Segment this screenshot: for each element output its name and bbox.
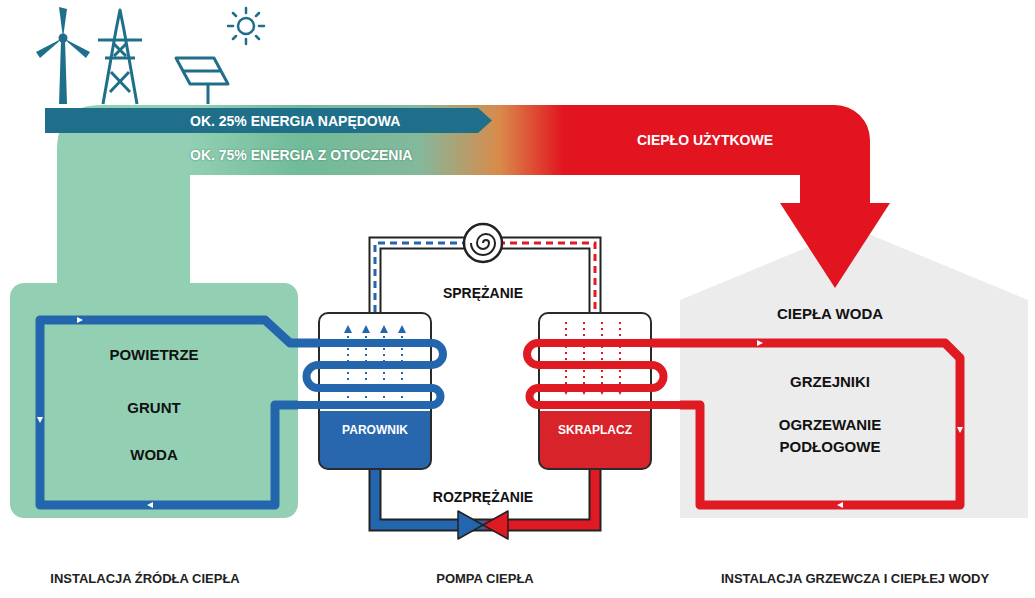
turbine-blade bbox=[63, 38, 90, 58]
compressor-symbol bbox=[464, 224, 502, 262]
turbine-blade bbox=[59, 7, 67, 38]
wind-turbine bbox=[36, 7, 90, 104]
condensation-arrowheads bbox=[562, 387, 624, 395]
label-holder: POMPA CIEPŁA bbox=[436, 571, 534, 586]
flow-direction-arrows bbox=[37, 317, 963, 508]
condenser-coil bbox=[527, 343, 680, 405]
section-caption: INSTALACJA ŹRÓDŁA CIEPŁA bbox=[50, 571, 239, 586]
connector-group bbox=[375, 470, 595, 525]
edge-label-holder: SPRĘŻANIE bbox=[443, 285, 523, 301]
section-caption: POMPA CIEPŁA bbox=[436, 571, 534, 586]
node-text: POWIETRZE bbox=[54, 345, 254, 365]
flow-label: CIEPŁO UŻYTKOWE bbox=[637, 132, 773, 148]
process-label: ROZPRĘŻANIE bbox=[433, 489, 533, 505]
edge-label-holder: CIEPŁO UŻYTKOWE bbox=[637, 132, 773, 148]
process-label: SPRĘŻANIE bbox=[443, 285, 523, 301]
expansion-valve bbox=[458, 511, 508, 539]
valve-half bbox=[458, 511, 483, 539]
expansion-pipe bbox=[375, 470, 595, 525]
edge-label-holder: ROZPRĘŻANIE bbox=[433, 489, 533, 505]
turbine-blade bbox=[36, 38, 63, 58]
node-text: OGRZEWANIE PODŁOGOWE bbox=[755, 414, 905, 458]
node-text: WODA bbox=[54, 445, 254, 465]
sun-disc bbox=[238, 18, 254, 34]
connector-group bbox=[40, 320, 318, 505]
energy-share-label: OK. 75% ENERGIA Z OTOCZENIA bbox=[190, 147, 412, 163]
heat-flow-band bbox=[123, 140, 835, 283]
label-holder: OK. 75% ENERGIA Z OTOCZENIA bbox=[190, 147, 412, 163]
evaporator-coil bbox=[298, 343, 443, 405]
compressor-body bbox=[464, 224, 502, 262]
power-pylon bbox=[98, 10, 142, 104]
turbine-tower bbox=[59, 40, 67, 104]
pylon-arms bbox=[98, 40, 142, 92]
evaporation-arrows bbox=[348, 331, 402, 398]
node-text: GRUNT bbox=[54, 398, 254, 418]
sun-rays bbox=[228, 8, 264, 44]
label-holder: INSTALACJA GRZEWCZA I CIEPŁEJ WODY bbox=[721, 571, 989, 586]
heating-pipe bbox=[652, 343, 960, 505]
house-outline: CIEPŁA WODA GRZEJNIKI OGRZEWANIE PODŁOGOWE bbox=[680, 228, 1028, 518]
compressor-spiral bbox=[471, 234, 495, 255]
pipe-fill bbox=[375, 470, 595, 525]
node-text: GRZEJNIKI bbox=[720, 372, 940, 392]
panel-post bbox=[183, 71, 221, 104]
condensation-arrows bbox=[566, 322, 620, 389]
house-fill bbox=[680, 228, 1028, 518]
source-pipe bbox=[40, 320, 318, 505]
section-caption: INSTALACJA GRZEWCZA I CIEPŁEJ WODY bbox=[721, 571, 989, 586]
node-text: CIEPŁA WODA bbox=[720, 304, 940, 324]
sun bbox=[228, 8, 264, 44]
solar-panel bbox=[176, 58, 228, 104]
arrowhead bbox=[780, 203, 890, 288]
node-text: PAROWNIK bbox=[324, 420, 426, 440]
label-holder: INSTALACJA ŹRÓDŁA CIEPŁA bbox=[50, 571, 239, 586]
connector-group bbox=[652, 343, 960, 505]
drive-energy-band bbox=[45, 108, 492, 133]
connector-group bbox=[123, 140, 890, 288]
valve-half bbox=[483, 511, 508, 539]
energy-share-label: OK. 25% ENERGIA NAPĘDOWA bbox=[190, 113, 400, 129]
evaporation-arrowheads bbox=[344, 325, 406, 333]
connectors bbox=[40, 140, 960, 525]
label-holder: OK. 25% ENERGIA NAPĘDOWA bbox=[190, 113, 400, 129]
node-text: SKRAPLACZ bbox=[544, 420, 646, 440]
